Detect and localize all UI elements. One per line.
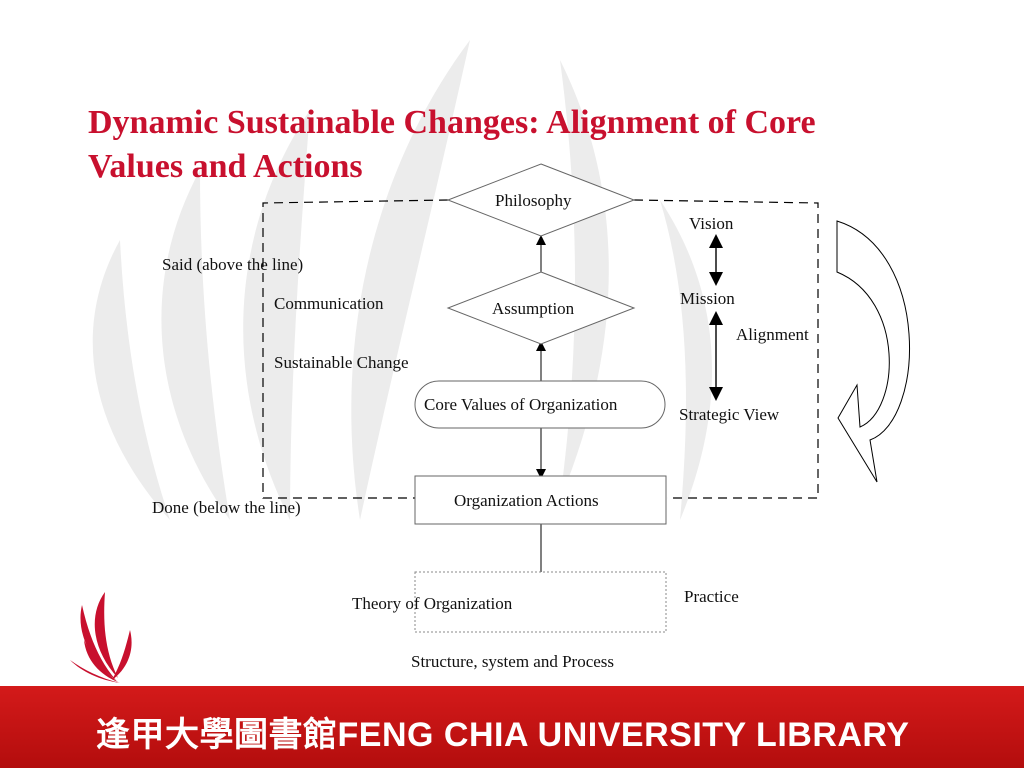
- org-actions-label: Organization Actions: [454, 491, 599, 510]
- mission-label: Mission: [680, 289, 735, 308]
- alignment-label: Alignment: [736, 325, 809, 344]
- theory-label: Theory of Organization: [352, 594, 513, 613]
- done-label: Done (below the line): [152, 498, 301, 517]
- slide-title: Dynamic Sustainable Changes: Alignment o…: [88, 103, 816, 185]
- practice-label: Practice: [684, 587, 739, 606]
- core-values-label: Core Values of Organization: [424, 395, 618, 414]
- structure-label: Structure, system and Process: [411, 652, 615, 671]
- practice-box: [414, 571, 667, 633]
- dashed-frame: [262, 199, 819, 499]
- strategic-view-label: Strategic View: [679, 405, 780, 424]
- philosophy-label: Philosophy: [495, 191, 572, 210]
- university-logo: [70, 592, 132, 683]
- assumption-label: Assumption: [492, 299, 575, 318]
- footer-library-name: 逢甲大學圖書館FENG CHIA UNIVERSITY LIBRARY: [96, 716, 910, 754]
- vision-label: Vision: [689, 214, 734, 233]
- assumption-diamond: [446, 271, 636, 345]
- core-values-pill: [414, 380, 666, 429]
- curved-feedback-arrow: [836, 220, 910, 483]
- philosophy-diamond: [446, 163, 636, 237]
- said-label: Said (above the line): [162, 255, 304, 274]
- footer-banner: [0, 686, 1024, 768]
- sustainable-change-label: Sustainable Change: [274, 353, 409, 372]
- communication-label: Communication: [274, 294, 384, 313]
- org-actions-box: [414, 475, 667, 525]
